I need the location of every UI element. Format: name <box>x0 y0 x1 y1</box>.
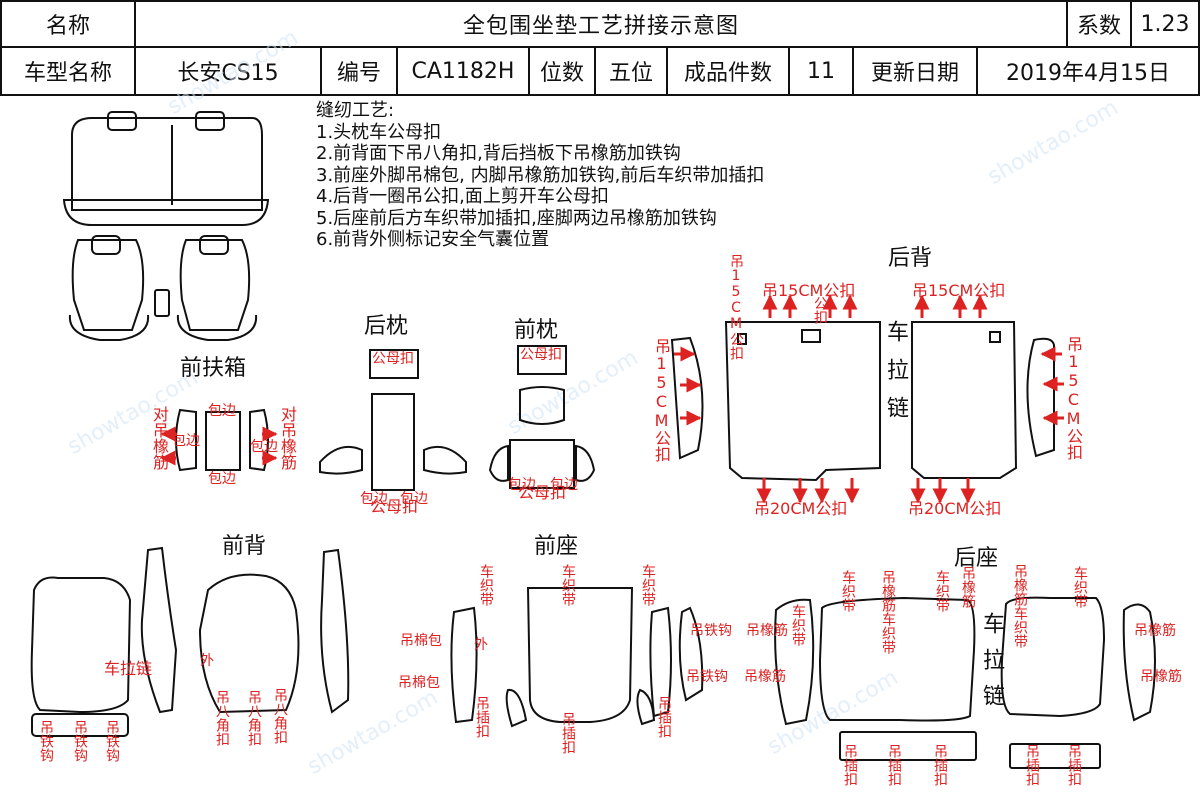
annot-outer: 外 <box>474 637 488 653</box>
label-rear-back: 后背 <box>888 246 933 271</box>
annot-binding: 包边 <box>508 477 536 493</box>
annot-binding: 包边 <box>172 433 200 449</box>
annot-hang-15cm: 吊15CM公扣 <box>912 281 1006 300</box>
annot-binding: 包边 <box>250 439 278 455</box>
model-value: 长安CS15 <box>134 46 322 96</box>
annot-binding: 包边 <box>360 491 388 507</box>
rear-headrest-pieces <box>319 349 467 491</box>
annot-hang-cotton: 吊棉包 <box>400 633 442 649</box>
annot-hang-15cm: 吊15CM公扣 <box>652 338 671 462</box>
annot-hang-buckle: 吊插扣 <box>656 696 672 738</box>
annot-hang-buckle: 吊插扣 <box>842 744 858 786</box>
annot-sew-zipper-vertical: 车拉链 <box>883 320 908 434</box>
rear-back-pieces <box>670 321 1055 482</box>
label-front-headrest: 前枕 <box>514 318 559 343</box>
note-item: 6.前背外侧标记安全气囊位置 <box>316 229 550 250</box>
annot-sew-webbing: 车织带 <box>840 570 856 612</box>
code-value: CA1182H <box>396 46 530 96</box>
annot-hang-buckle: 吊插扣 <box>1024 744 1040 786</box>
seat-overview <box>62 111 270 341</box>
annot-hang-hook: 吊铁钩 <box>690 623 732 639</box>
annot-sew-webbing: 车织带 <box>640 564 656 606</box>
front-seat-pieces <box>450 587 704 728</box>
annot-hang-rubber-pair: 对吊橡筋 <box>278 406 297 470</box>
note-item: 1.头枕车公母扣 <box>316 121 442 143</box>
rear-seat-pieces <box>774 596 1156 769</box>
seats-label: 位数 <box>528 46 596 96</box>
annot-male-snap: 公扣 <box>812 296 828 324</box>
annot-hang-rubber: 吊橡筋 <box>746 623 788 639</box>
seats-value: 五位 <box>594 46 668 96</box>
label-front-seat: 前座 <box>534 534 579 559</box>
front-back-pieces <box>30 546 350 737</box>
annot-male-female: 公母扣 <box>520 347 562 363</box>
label-rear-headrest: 后枕 <box>364 314 409 339</box>
annot-hang-buckle: 吊插扣 <box>1066 744 1082 786</box>
annot-hang-octagon: 吊八角扣 <box>214 690 230 746</box>
annot-hang-rubber-pair: 对吊橡筋 <box>150 406 169 470</box>
front-headrest-pieces <box>488 345 596 489</box>
note-item: 3.前座外脚吊棉包, 内脚吊橡筋加铁钩,前后车织带加插扣 <box>316 164 765 186</box>
annot-sew-zipper: 车拉链 <box>104 659 153 678</box>
annot-binding: 包边 <box>208 403 236 419</box>
annot-hang-15cm: 吊15CM公扣 <box>762 281 856 300</box>
annot-hang-rubber: 吊橡筋 <box>744 669 786 685</box>
annot-sew-zipper-vertical: 车拉链 <box>979 612 1004 720</box>
annot-hang-buckle: 吊插扣 <box>932 744 948 786</box>
note-item: 4.后背一圈吊公扣,面上剪开车公母扣 <box>316 186 609 207</box>
date-label: 更新日期 <box>852 46 978 96</box>
annot-sew-webbing: 车织带 <box>560 564 576 606</box>
annot-hang-buckle: 吊插扣 <box>560 712 576 754</box>
annot-hang-hook: 吊铁钩 <box>104 720 120 762</box>
annot-hang-15cm: 吊15CM公扣 <box>728 254 744 360</box>
sewing-notes: 缝纫工艺: 1.头枕车公母扣 2.前背面下吊八角扣,背后挡板下吊橡筋加铁钩 3.… <box>316 100 764 251</box>
annot-sew-webbing: 车织带 <box>934 570 950 612</box>
annot-hang-hook: 吊铁钩 <box>72 720 88 762</box>
header-table: 名称 全包围坐垫工艺拼接示意图 系数 1.23 车型名称 长安CS15 编号 C… <box>0 0 1200 96</box>
label-front-back: 前背 <box>222 534 267 559</box>
annot-hang-20cm: 吊20CM公扣 <box>908 499 1002 518</box>
annot-binding: 包边 <box>208 471 236 487</box>
annot-male-female: 公母扣 <box>372 351 414 367</box>
annot-sew-webbing: 车织带 <box>478 564 494 606</box>
notes-title: 缝纫工艺: <box>316 100 395 121</box>
annot-outer: 外 <box>200 653 214 669</box>
label-rear-seat: 后座 <box>954 546 999 571</box>
coef-value: 1.23 <box>1130 0 1200 48</box>
arrow-group <box>160 294 1064 504</box>
note-item: 2.前背面下吊八角扣,背后挡板下吊橡筋加铁钩 <box>316 143 681 164</box>
annot-hang-rubber: 吊橡筋 <box>1134 623 1176 639</box>
code-label: 编号 <box>320 46 398 96</box>
date-value: 2019年4月15日 <box>976 46 1200 96</box>
annot-male-female: 公母扣 <box>518 483 567 502</box>
annot-hang-15cm: 吊15CM公扣 <box>1064 336 1083 460</box>
annot-hang-rubber-webbing: 吊橡筋车织带 <box>1012 564 1028 648</box>
annot-sew-webbing: 车织带 <box>790 604 806 646</box>
annot-hang-cotton: 吊棉包 <box>398 675 440 691</box>
annot-hang-20cm: 吊20CM公扣 <box>754 499 848 518</box>
label-front-armrest: 前扶箱 <box>180 356 247 381</box>
note-item: 5.后座前后方车织带加插扣,座脚两边吊橡筋加铁钩 <box>316 207 717 229</box>
annot-hang-hook: 吊铁钩 <box>38 720 54 762</box>
annot-hang-rubber: 吊橡筋 <box>960 566 976 608</box>
annot-hang-octagon: 吊八角扣 <box>246 690 262 746</box>
model-label: 车型名称 <box>0 46 136 96</box>
annot-hang-rubber: 吊橡筋 <box>1140 669 1182 685</box>
annot-hang-buckle: 吊插扣 <box>474 696 490 738</box>
annot-hang-octagon: 吊八角扣 <box>272 688 288 744</box>
annot-hang-buckle: 吊插扣 <box>886 744 902 786</box>
front-armrest-pieces <box>175 408 269 472</box>
annot-binding: 包边 <box>400 491 428 507</box>
annot-hang-hook: 吊铁钩 <box>686 669 728 685</box>
name-label: 名称 <box>0 0 136 48</box>
annot-sew-webbing: 车织带 <box>1072 566 1088 608</box>
annot-binding: 包边 <box>550 477 578 493</box>
annot-hang-rubber-webbing: 吊橡筋车织带 <box>880 570 896 654</box>
annot-male-female: 公母扣 <box>370 497 419 516</box>
